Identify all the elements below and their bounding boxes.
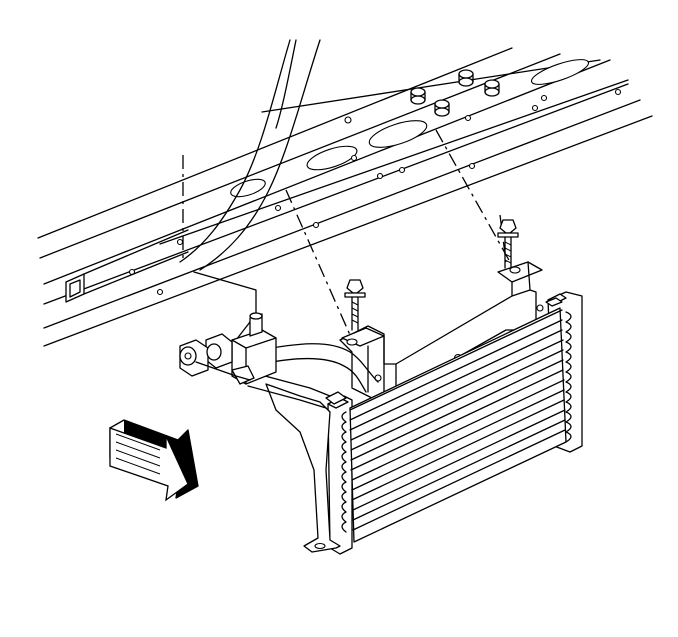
- direction-arrow-icon: [109, 419, 199, 502]
- rail-stud: [458, 69, 474, 87]
- bolt-icon: [344, 279, 366, 331]
- line-fitting: [179, 312, 277, 385]
- oil-cooler: [325, 291, 583, 555]
- frame-rail: [37, 47, 653, 347]
- lower-support: [265, 383, 341, 553]
- square-tube-end: [65, 229, 189, 303]
- bolt-icon: [497, 219, 519, 269]
- rail-stud: [410, 87, 426, 105]
- rail-stud: [484, 79, 500, 97]
- mounting-bracket: [339, 261, 544, 399]
- curved-tube: [179, 39, 321, 271]
- rail-stud: [434, 99, 450, 117]
